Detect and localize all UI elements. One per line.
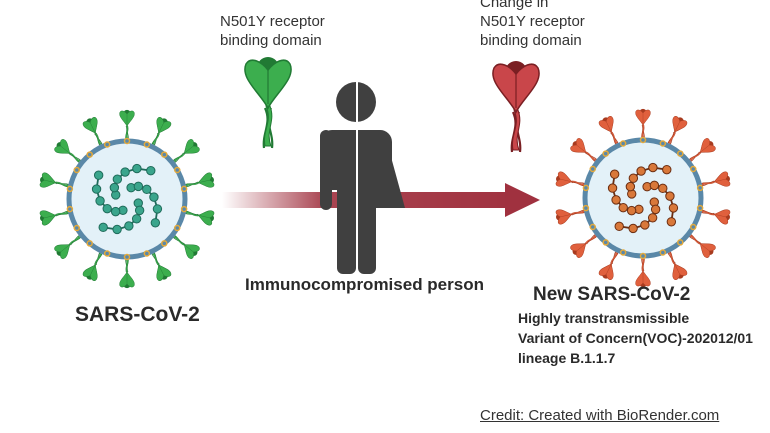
spike-glyph: [119, 109, 135, 140]
spike-glyph: [185, 172, 215, 188]
spike-glyph: [667, 251, 688, 280]
spike-glyph: [244, 57, 292, 149]
spike-glyph: [54, 139, 82, 163]
spike-protein-red-icon: [492, 61, 540, 153]
unisex-person-icon: [320, 78, 405, 280]
spike-glyph: [172, 235, 200, 259]
virus-envelope: [582, 137, 704, 259]
spike-glyph: [555, 209, 585, 225]
person-label: Immunocompromised person: [245, 275, 484, 294]
spike-glyph: [39, 172, 69, 188]
rbd-original-label: N501Y receptor binding domain: [220, 12, 325, 50]
rbd-original-line: N501Y receptor: [220, 13, 325, 30]
spike-glyph: [598, 116, 619, 145]
spike-glyph: [635, 108, 651, 139]
spike-glyph: [570, 234, 598, 258]
spike-glyph: [701, 171, 731, 187]
spike-glyph: [688, 234, 716, 258]
original-virus-label: SARS-CoV-2: [75, 303, 200, 326]
spike-glyph: [39, 210, 69, 226]
rbd-changed-line: N501Y receptor: [480, 13, 585, 30]
rbd-original-line: binding domain: [220, 32, 322, 49]
new-virus-details: Highly transtransmissible Variant of Con…: [518, 308, 753, 368]
credit-link[interactable]: Credit: Created with BioRender.com: [480, 407, 720, 424]
spike-glyph: [172, 139, 200, 163]
spike-glyph: [119, 258, 135, 289]
spike-glyph: [54, 235, 82, 259]
detail-line: lineage B.1.1.7: [518, 350, 616, 366]
virus-envelope: [66, 138, 188, 260]
detail-line: Highly transtransmissible: [518, 310, 690, 326]
spike-glyph: [555, 171, 585, 187]
new-virus-label: New SARS-CoV-2: [533, 284, 691, 305]
spike-glyph: [701, 209, 731, 225]
spike-glyph: [598, 251, 619, 280]
spike-glyph: [82, 252, 103, 281]
rbd-changed-line: Change in: [480, 0, 549, 11]
spike-glyph: [635, 257, 651, 288]
coronavirus-green-icon: [39, 109, 215, 289]
detail-line: Variant of Concern(VOC)-202012/01: [518, 330, 753, 346]
spike-glyph: [570, 138, 598, 162]
spike-glyph: [151, 252, 172, 281]
spike-glyph: [667, 116, 688, 145]
spike-glyph: [185, 210, 215, 226]
rbd-changed-label: Change in N501Y receptor binding domain: [480, 0, 585, 50]
rbd-changed-line: binding domain: [480, 32, 582, 49]
spike-glyph: [688, 138, 716, 162]
spike-glyph: [82, 117, 103, 146]
spike-glyph: [492, 61, 540, 153]
spike-glyph: [151, 117, 172, 146]
spike-protein-green-icon: [244, 57, 292, 149]
coronavirus-orange-icon: [555, 108, 731, 288]
